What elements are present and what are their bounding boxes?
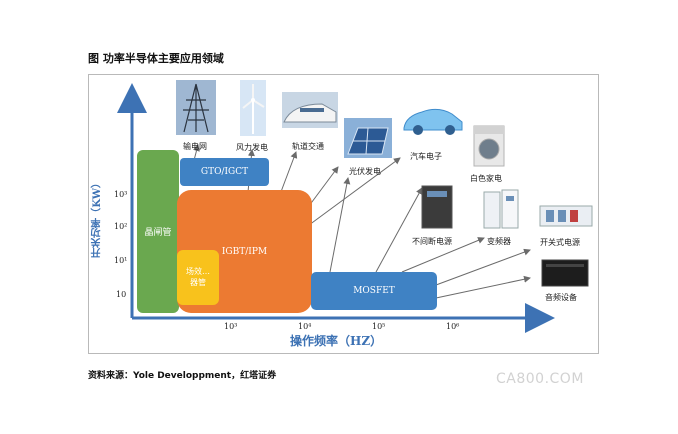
arrow-to-switching-supply bbox=[435, 248, 531, 286]
x-tick-100000: 10⁵ bbox=[372, 322, 386, 331]
diagram-frame bbox=[88, 74, 599, 354]
x-tick-1000: 10³ bbox=[224, 322, 238, 331]
automotive-label: 汽车电子 bbox=[410, 152, 442, 161]
switching-supply-image bbox=[539, 205, 593, 227]
arrow-to-audio bbox=[435, 275, 531, 299]
gto-igct-label: GTO/IGCT bbox=[200, 167, 249, 177]
solar-panel-image bbox=[344, 118, 392, 158]
thyristor-region: 晶闸管 bbox=[137, 150, 179, 313]
thyristor-label: 晶闸管 bbox=[144, 228, 172, 238]
rail-transit-label: 轨道交通 bbox=[292, 142, 324, 151]
train-image bbox=[282, 92, 338, 128]
car-image bbox=[400, 98, 466, 140]
ups-label: 不间断电源 bbox=[412, 237, 452, 246]
ups-image bbox=[421, 185, 453, 229]
x-tick-10000: 10⁴ bbox=[298, 322, 312, 331]
switching-supply-label: 开关式电源 bbox=[540, 238, 580, 247]
y-tick-10-1: 10¹ bbox=[114, 256, 128, 265]
discrete-region: 场效… 器管 bbox=[177, 250, 219, 305]
y-axis-label: 开关功率（KW） bbox=[92, 178, 103, 258]
discrete-label: 场效… 器管 bbox=[186, 267, 210, 287]
inverter-image bbox=[483, 189, 519, 229]
arrow-to-ups bbox=[375, 187, 423, 273]
figure-title: 图 功率半导体主要应用领域 bbox=[88, 52, 224, 65]
y-tick-10: 10 bbox=[116, 290, 127, 299]
inverter-label: 变频器 bbox=[487, 237, 511, 246]
white-goods-label: 白色家电 bbox=[470, 174, 502, 183]
watermark: CA800.COM bbox=[496, 371, 584, 387]
power-grid-label: 输电网 bbox=[183, 142, 207, 151]
wind-turbine-image bbox=[240, 80, 266, 136]
power-tower-image bbox=[176, 80, 216, 135]
mosfet-region: MOSFET bbox=[311, 272, 437, 310]
arrow-to-inverter bbox=[401, 237, 485, 273]
source-note: 资料来源：Yole Developpment，红塔证券 bbox=[88, 371, 277, 381]
audio-equipment-image bbox=[541, 259, 589, 287]
y-tick-100: 10² bbox=[114, 222, 128, 231]
mosfet-label: MOSFET bbox=[353, 286, 395, 296]
audio-label: 音频设备 bbox=[545, 293, 577, 302]
gto-igct-region: GTO/IGCT bbox=[180, 158, 269, 186]
washing-machine-image bbox=[473, 125, 505, 167]
igbt-label: IGBT/IPM bbox=[221, 246, 268, 257]
arrow-to-automotive bbox=[304, 157, 401, 229]
y-tick-1000: 10³ bbox=[114, 190, 128, 199]
photovoltaic-label: 光伏发电 bbox=[349, 167, 381, 176]
wind-power-label: 风力发电 bbox=[236, 143, 268, 152]
x-axis-label: 操作频率（HZ） bbox=[290, 334, 383, 348]
x-tick-1000000: 10⁶ bbox=[446, 322, 460, 331]
arrow-mosfet-to-photovoltaic bbox=[329, 177, 351, 273]
